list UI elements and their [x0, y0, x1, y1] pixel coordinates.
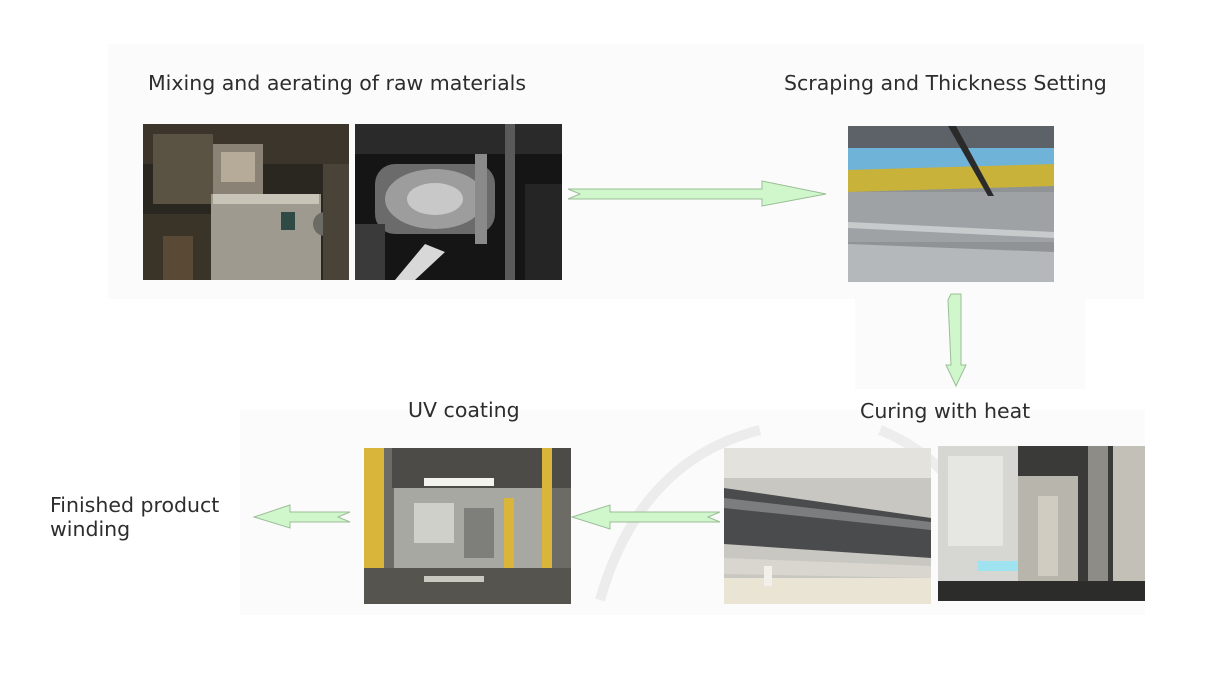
step-label-winding-line2: winding: [50, 517, 131, 541]
step-label-winding-line1: Finished product: [50, 493, 220, 517]
curing-oven-photo: [938, 446, 1145, 601]
curing-roller-photo: [724, 448, 931, 604]
step-label-mixing: Mixing and aerating of raw materials: [148, 71, 527, 95]
background-panel-right: [855, 299, 1085, 389]
aerator-head-photo: [355, 124, 562, 280]
step-label-uv: UV coating: [408, 398, 520, 422]
step-label-scraping: Scraping and Thickness Setting: [784, 71, 1107, 95]
step-label-winding: Finished product winding: [50, 493, 219, 541]
uv-coating-line-photo: [364, 448, 571, 604]
mixing-machine-photo: [143, 124, 349, 280]
step-label-curing: Curing with heat: [860, 399, 1031, 423]
scraping-blade-photo: [848, 126, 1054, 282]
